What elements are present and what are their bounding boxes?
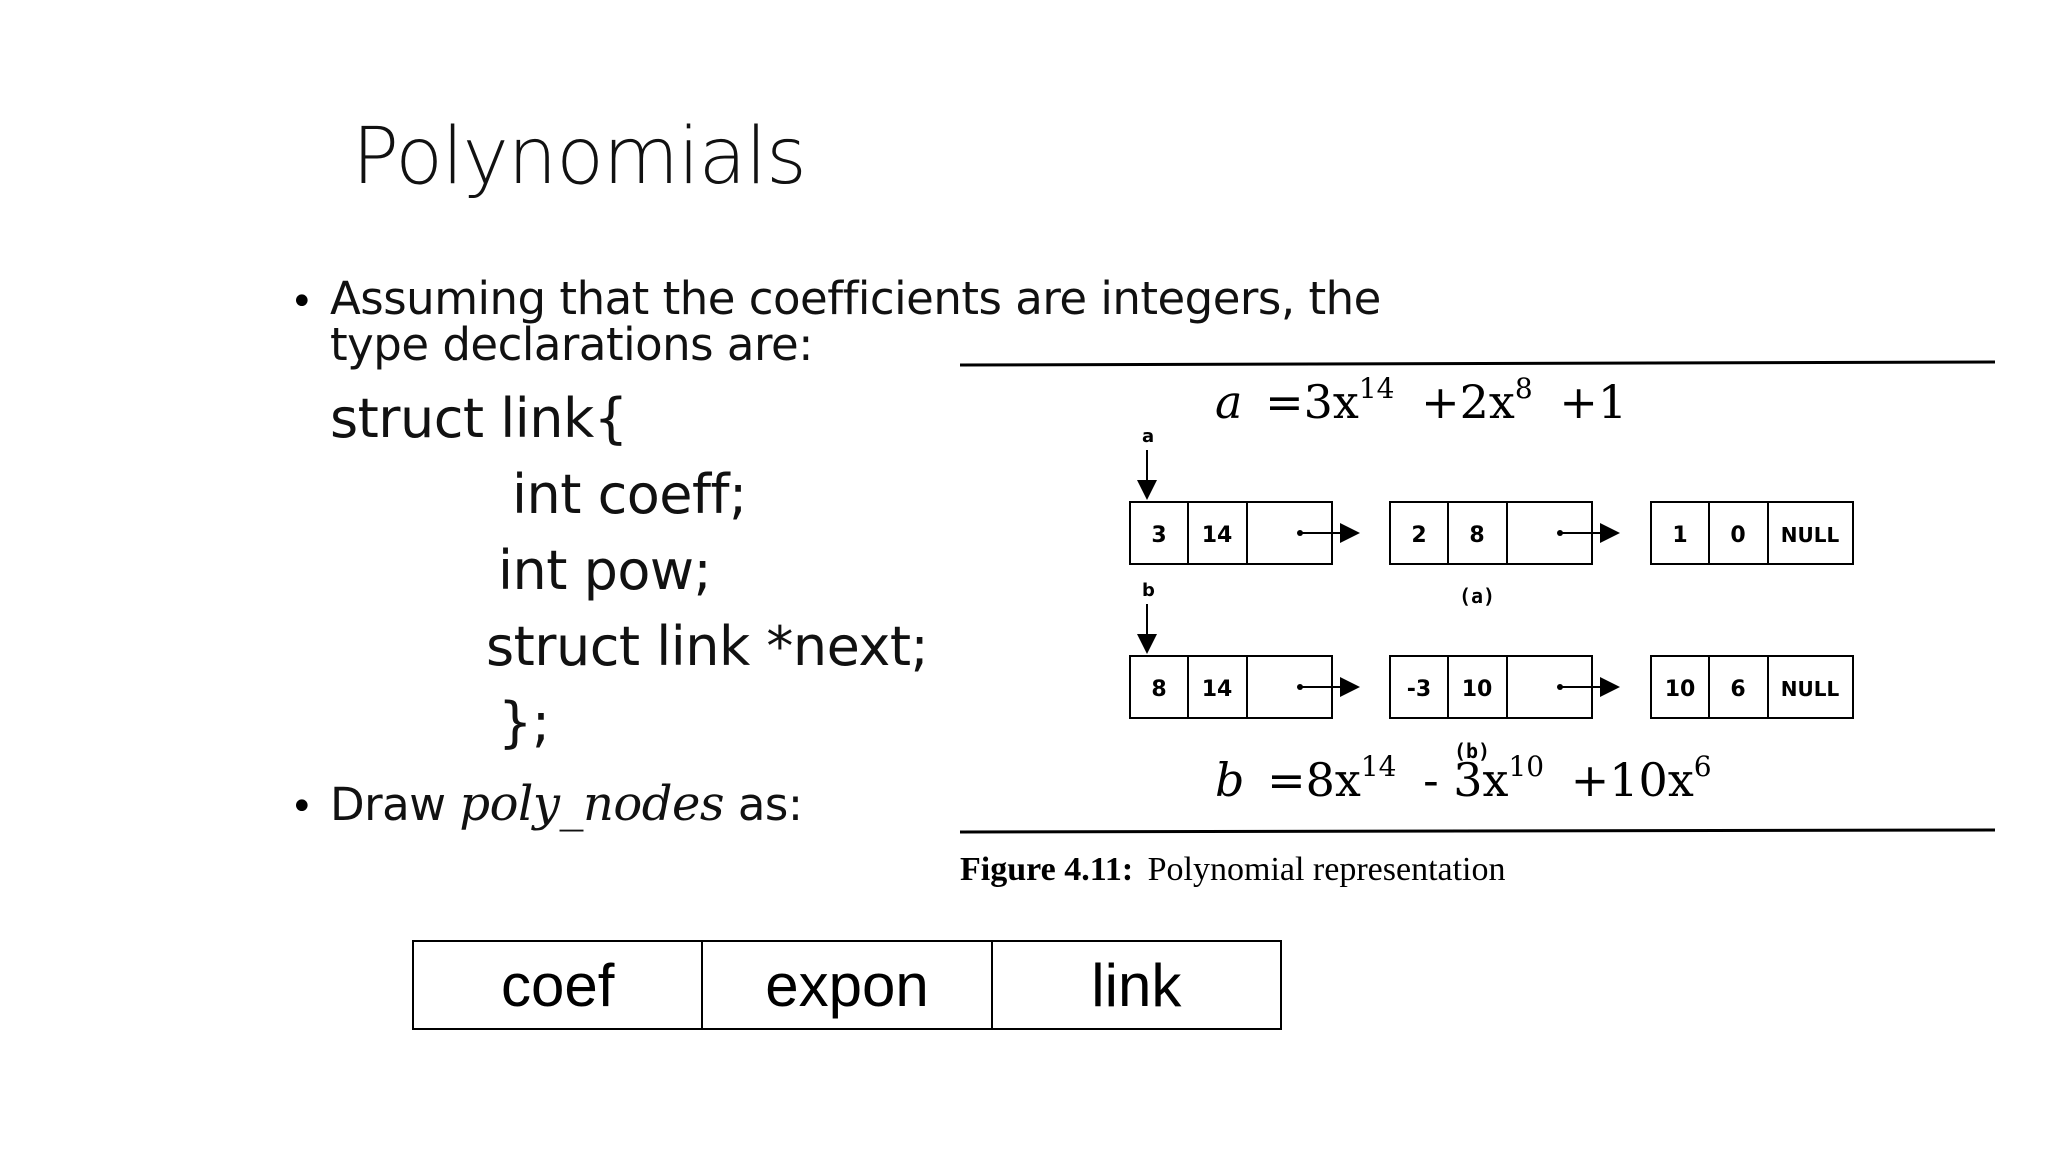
slide-title: Polynomials (352, 112, 807, 202)
bullet-text-line1: Assuming that the coefficients are integ… (330, 272, 1381, 325)
bullet-marker: • (290, 279, 314, 325)
pointer-label-a: a (1142, 426, 1154, 447)
svg-text:-3: -3 (1407, 677, 1431, 702)
node: 10 6 NULL (1650, 655, 1854, 719)
svg-text:0: 0 (1730, 523, 1745, 548)
svg-text:NULL: NULL (1781, 677, 1840, 701)
equation-a: a =3x14 +2x8 +1 (1215, 355, 1627, 429)
node: -3 10 (1389, 655, 1620, 719)
figure-rule-top (959, 360, 1996, 367)
node: 1 0 NULL (1650, 501, 1854, 565)
svg-text:2: 2 (1411, 523, 1426, 548)
code-line: struct link *next; (486, 615, 929, 678)
code-line: int coeff; (512, 463, 747, 526)
polynomial-figure: a =3x14 +2x8 +1 a 3 14 2 8 (959, 355, 1996, 888)
node: 8 14 (1129, 655, 1360, 719)
pointer-label-b: b (1142, 580, 1155, 601)
code-line: int pow; (498, 539, 712, 602)
figure-caption: Figure 4.11: Polynomial representation (960, 851, 1506, 888)
svg-text:8: 8 (1469, 523, 1484, 548)
svg-text:3: 3 (1151, 523, 1166, 548)
code-line: struct link{ (330, 387, 628, 450)
node: 2 8 (1389, 501, 1620, 565)
poly-node-field-coef: coef (414, 942, 704, 1028)
svg-text:14: 14 (1202, 523, 1233, 548)
poly-node-diagram: coef expon link (412, 940, 1282, 1030)
svg-text:1: 1 (1672, 523, 1687, 548)
caption-a: (a) (1459, 584, 1495, 608)
figure-rule-bottom (959, 828, 1996, 834)
node: 3 14 (1129, 501, 1360, 565)
code-line: }; (498, 691, 550, 754)
list-a: 3 14 2 8 1 0 NULL (1129, 501, 1854, 565)
svg-text:14: 14 (1202, 677, 1233, 702)
bullet-text-2: Draw poly_nodes as: (330, 776, 803, 832)
svg-text:8: 8 (1151, 677, 1166, 702)
svg-text:NULL: NULL (1781, 523, 1840, 547)
bullet2-suffix: as: (737, 778, 803, 831)
svg-text:6: 6 (1730, 677, 1745, 702)
bullet2-italic: poly_nodes (459, 776, 725, 832)
poly-node-field-link: link (1091, 951, 1182, 1019)
bullet2-prefix: Draw (330, 778, 446, 831)
bullet-marker: • (290, 784, 314, 830)
svg-text:10: 10 (1462, 677, 1493, 702)
poly-node-field-expon: expon (703, 942, 993, 1028)
list-b: 8 14 -3 10 10 6 NULL (1129, 655, 1854, 719)
svg-text:10: 10 (1665, 677, 1696, 702)
equation-b: b =8x14 - 3x10 +10x6 (1215, 733, 1712, 807)
bullet-text-line2: type declarations are: (330, 318, 813, 371)
caption-b: (b) (1454, 739, 1490, 763)
